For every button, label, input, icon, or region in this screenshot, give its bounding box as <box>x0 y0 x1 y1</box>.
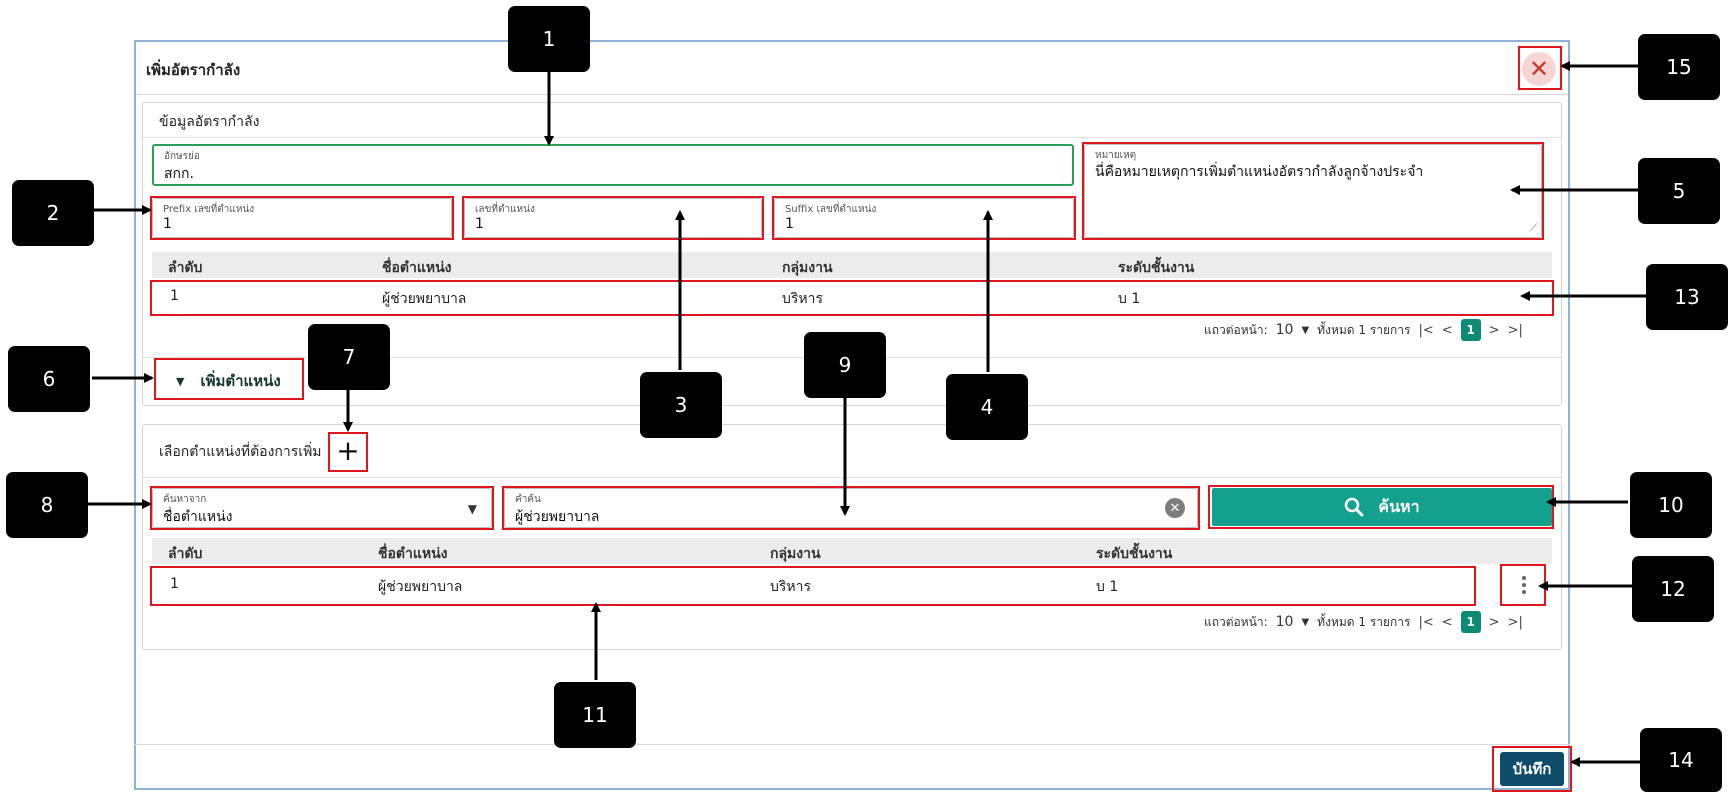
callout-badge: 7 <box>308 324 390 390</box>
col-level: ระดับชั้นงาน <box>1118 260 1195 276</box>
search-button-label: ค้นหา <box>1378 496 1420 516</box>
section-divider <box>143 477 1561 478</box>
more-options-icon[interactable] <box>1512 568 1536 602</box>
select-table-pager: แถวต่อหน้า: 10 ▼ ทั้งหมด 1 รายการ |< < 1… <box>1204 610 1523 634</box>
total-count: ทั้งหมด 1 รายการ <box>1317 322 1411 337</box>
cell-work-group: บริหาร <box>782 291 824 307</box>
footer-divider <box>134 744 1570 745</box>
col-position-name: ชื่อตำแหน่ง <box>382 260 452 276</box>
keyword-value: ผู้ช่วยพยาบาล <box>515 509 600 525</box>
select-position-section: เลือกตำแหน่งที่ต้องการเพิ่ม <box>142 424 1562 650</box>
col-level: ระดับชั้นงาน <box>1096 546 1173 562</box>
last-page-icon[interactable]: >| <box>1507 614 1523 630</box>
position-number-label: เลขที่ตำแหน่ง <box>475 204 535 215</box>
position-number-input[interactable]: เลขที่ตำแหน่ง 1 <box>464 198 762 238</box>
search-button[interactable]: ค้นหา <box>1212 488 1552 526</box>
callout-badge: 1 <box>508 6 590 72</box>
prefix-label: Prefix เลขที่ตำแหน่ง <box>163 204 255 215</box>
col-order: ลำดับ <box>168 260 203 276</box>
prefix-value: 1 <box>163 216 172 232</box>
callout-badge: 2 <box>12 180 94 246</box>
select-table-header: ลำดับ ชื่อตำแหน่ง กลุ่มงาน ระดับชั้นงาน <box>152 538 1552 564</box>
keyword-input[interactable]: คำค้น ผู้ช่วยพยาบาล ✕ <box>504 488 1198 528</box>
save-button[interactable]: บันทึก <box>1500 752 1564 786</box>
next-page-icon[interactable]: > <box>1488 322 1500 338</box>
title-divider <box>136 94 1568 95</box>
col-position-name: ชื่อตำแหน่ง <box>378 546 448 562</box>
keyword-label: คำค้น <box>515 494 541 505</box>
search-icon <box>1345 497 1364 517</box>
rows-per-page-label: แถวต่อหน้า: <box>1204 322 1268 337</box>
callout-badge: 10 <box>1630 472 1712 538</box>
caret-down-icon: ▼ <box>176 374 185 388</box>
current-page-button[interactable]: 1 <box>1460 319 1481 341</box>
search-from-select[interactable]: ค้นหาจาก ชื่อตำแหน่ง ▼ <box>152 488 492 528</box>
clear-icon[interactable]: ✕ <box>1165 498 1185 518</box>
abbreviation-input[interactable]: อักษรย่อ สกก. <box>152 144 1074 186</box>
cell-level: บ 1 <box>1118 291 1141 307</box>
prefix-input[interactable]: Prefix เลขที่ตำแหน่ง 1 <box>152 198 452 238</box>
close-icon[interactable]: ✕ <box>1522 52 1556 86</box>
search-from-value: ชื่อตำแหน่ง <box>163 509 233 525</box>
col-work-group: กลุ่มงาน <box>770 546 821 562</box>
callout-badge: 3 <box>640 372 722 438</box>
add-position-toggle[interactable]: ▼ เพิ่มตำแหน่ง <box>176 369 281 393</box>
info-table-pager: แถวต่อหน้า: 10 ▼ ทั้งหมด 1 รายการ |< < 1… <box>1204 318 1523 342</box>
chevron-down-icon[interactable]: ▼ <box>1301 324 1310 336</box>
suffix-input[interactable]: Suffix เลขที่ตำแหน่ง 1 <box>774 198 1074 238</box>
rows-per-page-select[interactable]: 10 <box>1275 322 1294 338</box>
callout-badge: 9 <box>804 332 886 398</box>
search-from-label: ค้นหาจาก <box>163 494 207 505</box>
add-icon[interactable]: + <box>336 433 360 467</box>
cell-level: บ 1 <box>1096 579 1119 595</box>
suffix-label: Suffix เลขที่ตำแหน่ง <box>785 204 877 215</box>
info-table-header: ลำดับ ชื่อตำแหน่ง กลุ่มงาน ระดับชั้นงาน <box>152 252 1552 278</box>
abbreviation-label: อักษรย่อ <box>164 151 200 162</box>
table-row[interactable]: 1 ผู้ช่วยพยาบาล บริหาร บ 1 <box>152 568 1474 602</box>
chevron-down-icon[interactable]: ▼ <box>1301 616 1310 628</box>
cell-position-name: ผู้ช่วยพยาบาล <box>378 579 463 595</box>
next-page-icon[interactable]: > <box>1488 614 1500 630</box>
position-number-value: 1 <box>475 216 484 232</box>
callout-badge: 14 <box>1640 728 1722 792</box>
total-count: ทั้งหมด 1 รายการ <box>1317 614 1411 629</box>
callout-badge: 8 <box>6 472 88 538</box>
callout-badge: 4 <box>946 374 1028 440</box>
remark-label: หมายเหตุ <box>1095 150 1137 161</box>
table-row[interactable]: 1 ผู้ช่วยพยาบาล บริหาร บ 1 <box>152 280 1552 314</box>
col-order: ลำดับ <box>168 546 203 562</box>
rows-per-page-select[interactable]: 10 <box>1275 614 1294 630</box>
prev-page-icon[interactable]: < <box>1441 614 1453 630</box>
section-divider <box>143 137 1561 138</box>
first-page-icon[interactable]: |< <box>1418 322 1434 338</box>
cell-work-group: บริหาร <box>770 579 812 595</box>
rows-per-page-label: แถวต่อหน้า: <box>1204 614 1268 629</box>
callout-badge: 12 <box>1632 556 1714 622</box>
callout-badge: 6 <box>8 346 90 412</box>
cell-position-name: ผู้ช่วยพยาบาล <box>382 291 467 307</box>
callout-badge: 13 <box>1646 264 1728 330</box>
current-page-button[interactable]: 1 <box>1460 611 1481 633</box>
remark-value: นี่คือหมายเหตุการเพิ่มตำแหน่งอัตรากำลังล… <box>1095 164 1424 180</box>
prev-page-icon[interactable]: < <box>1441 322 1453 338</box>
callout-badge: 11 <box>554 682 636 748</box>
last-page-icon[interactable]: >| <box>1507 322 1523 338</box>
section-title-info: ข้อมูลอัตรากำลัง <box>159 114 260 130</box>
cell-order: 1 <box>170 576 179 592</box>
first-page-icon[interactable]: |< <box>1418 614 1434 630</box>
callout-badge: 5 <box>1638 158 1720 224</box>
callout-badge: 15 <box>1638 34 1720 100</box>
suffix-value: 1 <box>785 216 794 232</box>
remark-textarea[interactable]: หมายเหตุ นี่คือหมายเหตุการเพิ่มตำแหน่งอั… <box>1084 144 1542 238</box>
resize-grip-icon[interactable]: ⟋ <box>1530 223 1537 234</box>
col-work-group: กลุ่มงาน <box>782 260 833 276</box>
add-position-label: เพิ่มตำแหน่ง <box>200 372 281 390</box>
abbreviation-value: สกก. <box>164 166 194 182</box>
dialog-title: เพิ่มอัตรากำลัง <box>146 61 241 79</box>
cell-order: 1 <box>170 288 179 304</box>
section-title-select: เลือกตำแหน่งที่ต้องการเพิ่ม <box>159 444 322 460</box>
chevron-down-icon[interactable]: ▼ <box>467 502 477 516</box>
